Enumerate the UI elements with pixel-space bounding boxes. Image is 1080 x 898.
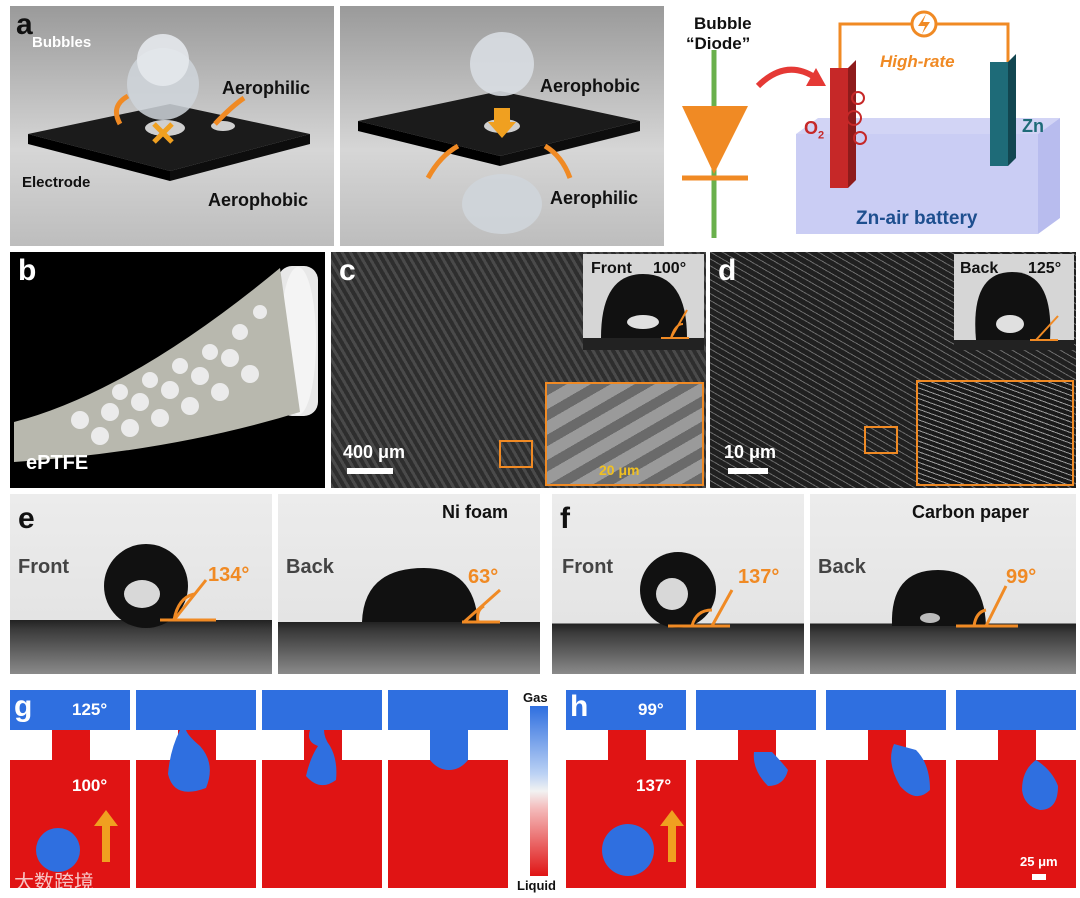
zoom-inset-d xyxy=(916,380,1074,486)
colorbar xyxy=(530,706,548,876)
zoom-marker-d xyxy=(864,426,898,454)
eptfe-label: ePTFE xyxy=(26,452,89,474)
front-inset xyxy=(583,254,704,350)
o2-label: O2 xyxy=(804,118,825,142)
panel-a2-illustration xyxy=(358,32,640,234)
simulation-h xyxy=(566,690,1076,888)
aerophobic-label-2: Aerophobic xyxy=(540,76,641,96)
scale-bar-c xyxy=(347,468,393,474)
front-label-f: Front xyxy=(562,556,614,578)
aerophobic-label: Aerophobic xyxy=(208,190,309,210)
watermark: 大数跨境 xyxy=(14,872,94,894)
colorbar-bottom-label: Liquid xyxy=(517,878,556,893)
panel-letter-h: h xyxy=(570,690,589,723)
panel-a1-illustration xyxy=(28,34,310,181)
bottom-angle-h: 137° xyxy=(636,776,672,795)
panel-f-front: f Front 137° xyxy=(552,494,804,674)
aerophilic-label: Aerophilic xyxy=(222,78,311,98)
back-label-d: Back xyxy=(960,260,999,277)
panel-letter-g: g xyxy=(14,690,33,723)
panel-a1: a Bubbles Aerophilic Electrode Aerophobi… xyxy=(10,6,334,246)
panel-e-front: e Front 134° xyxy=(10,494,272,674)
front-label-e: Front xyxy=(18,556,70,578)
eptfe-sheet-photo xyxy=(14,266,318,462)
scale-bar-d xyxy=(728,468,768,474)
colorbar-top-label: Gas xyxy=(523,690,548,705)
zoom-marker-c xyxy=(499,440,533,468)
battery-label: Zn-air battery xyxy=(856,208,978,229)
scale-label-d: 10 μm xyxy=(724,442,777,462)
panel-h: h 99° 137° 25 μm xyxy=(566,690,1076,888)
zn-label: Zn xyxy=(1022,116,1044,136)
panel-d: d Back 125° 10 μm xyxy=(710,252,1076,488)
panel-letter-d: d xyxy=(718,254,737,287)
bottom-angle-g: 100° xyxy=(72,776,108,795)
scale-label-h: 25 μm xyxy=(1020,854,1058,869)
panel-f-back: Back Carbon paper 99° xyxy=(810,494,1076,674)
front-angle-e: 134° xyxy=(208,564,250,586)
back-label-f: Back xyxy=(818,556,866,578)
zoom-inset-c xyxy=(545,382,704,486)
panel-letter-f: f xyxy=(560,502,570,535)
back-angle-f: 99° xyxy=(1006,566,1037,588)
back-label-e: Back xyxy=(286,556,334,578)
back-inset xyxy=(954,254,1074,350)
diode-label-line1: Bubble xyxy=(694,14,752,33)
electrode-label: Electrode xyxy=(22,174,91,191)
top-angle-g: 125° xyxy=(72,700,108,719)
back-angle-d: 125° xyxy=(1028,260,1062,277)
back-angle-e: 63° xyxy=(468,566,499,588)
panel-a3: Bubble “Diode” High-rate O2 Zn Zn-air ba… xyxy=(668,6,1076,246)
front-angle-c: 100° xyxy=(653,260,687,277)
bubbles-label: Bubbles xyxy=(32,34,92,51)
simulation-g xyxy=(10,690,508,888)
zn-air-battery-diagram xyxy=(682,10,1060,238)
panel-letter-e: e xyxy=(18,502,35,535)
aerophilic-label-2: Aerophilic xyxy=(550,188,639,208)
panel-g: g 125° 100° xyxy=(10,690,520,888)
panel-letter-b: b xyxy=(18,254,37,287)
ni-foam-label: Ni foam xyxy=(442,502,509,522)
inset-scale-c: 20 μm xyxy=(599,462,640,478)
top-angle-h: 99° xyxy=(638,700,664,719)
front-label-c: Front xyxy=(591,260,632,277)
scale-label-c: 400 μm xyxy=(343,442,406,462)
panel-letter-a: a xyxy=(16,8,33,41)
front-angle-f: 137° xyxy=(738,566,780,588)
diode-label-line2: “Diode” xyxy=(686,34,751,53)
high-rate-label: High-rate xyxy=(880,52,955,71)
panel-c: c Front 100° 20 μm 400 μm xyxy=(331,252,706,488)
carbon-paper-label: Carbon paper xyxy=(912,502,1030,522)
panel-letter-c: c xyxy=(339,254,356,287)
panel-b: b ePTFE xyxy=(10,252,325,488)
panel-e-back: Back Ni foam 63° xyxy=(278,494,540,674)
panel-a2: Aerophobic Aerophilic xyxy=(340,6,664,246)
